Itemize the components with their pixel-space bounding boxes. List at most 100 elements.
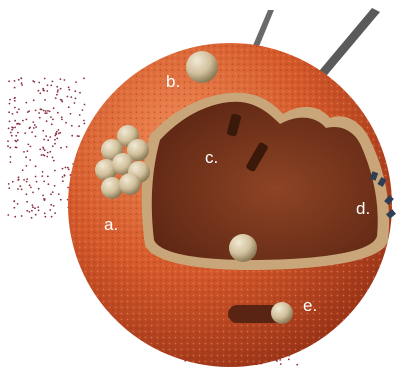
particle-dot: [22, 169, 24, 171]
particle-dot: [35, 136, 37, 138]
particle-dot: [54, 170, 56, 172]
particle-dot: [9, 121, 11, 123]
particle-dot: [26, 181, 28, 183]
particle-dot: [84, 104, 86, 106]
particle-dot: [33, 99, 35, 101]
particle-dot: [14, 80, 16, 82]
particle-dot: [52, 119, 54, 121]
particle-dot: [17, 139, 19, 141]
particle-dot: [68, 169, 70, 171]
particle-dot: [54, 212, 56, 214]
particle-dot: [60, 88, 62, 90]
particle-dot: [77, 135, 79, 137]
particle-dot: [47, 110, 49, 112]
particle-dot: [47, 152, 49, 154]
particle-dot: [56, 94, 58, 96]
particle-dot: [71, 125, 73, 127]
particle-dot: [15, 135, 17, 137]
particle-dot: [46, 120, 48, 122]
particle-dot: [16, 111, 18, 113]
particle-dot: [51, 216, 53, 218]
particle-dot: [42, 130, 44, 132]
particle-dot: [61, 101, 63, 103]
particle-dot: [58, 133, 60, 135]
label-a: a.: [104, 215, 118, 234]
particle-dot: [14, 216, 16, 218]
particle-dot: [11, 135, 13, 137]
particle-dot: [14, 140, 16, 142]
particle-dot: [44, 198, 46, 200]
particle-dot: [75, 98, 77, 100]
particle-dot: [31, 131, 33, 133]
particle-dot: [30, 187, 32, 189]
particle-dot: [10, 132, 12, 134]
particle-dot: [14, 207, 16, 209]
particle-dot: [17, 188, 19, 190]
particle-dot: [44, 78, 46, 80]
particle-dot: [38, 188, 40, 190]
particle-dot: [58, 193, 60, 195]
particle-dot: [9, 99, 11, 101]
particle-dot: [64, 79, 66, 81]
particle-dot: [29, 184, 31, 186]
particle-dot: [17, 132, 19, 134]
particle-dot: [34, 207, 36, 209]
particle-dot: [71, 135, 73, 137]
particle-dot: [8, 127, 10, 129]
particle-dot: [41, 175, 43, 177]
particle-dot: [24, 132, 26, 134]
particle-dot: [39, 92, 41, 94]
particle-dot: [50, 116, 52, 118]
particle-dot: [18, 108, 20, 110]
particle-dot: [33, 127, 35, 129]
particle-dot: [79, 114, 81, 116]
particle-dot: [18, 176, 20, 178]
particle-dot: [42, 147, 44, 149]
particle-dot: [280, 363, 282, 365]
particle-dot: [31, 217, 33, 219]
particle-dot: [67, 96, 69, 98]
particle-dot: [23, 151, 25, 153]
particle-dot: [32, 204, 34, 206]
particle-dot: [65, 167, 67, 169]
particle-dot: [8, 183, 10, 185]
particle-dot: [17, 203, 19, 205]
particle-dot: [49, 111, 51, 113]
particle-dot: [15, 146, 17, 148]
particle-dot: [62, 180, 64, 182]
particle-dot: [18, 179, 20, 181]
particle-dot: [54, 139, 56, 141]
particle-dot: [42, 89, 44, 91]
particle-dot: [54, 143, 56, 145]
particle-dot: [55, 133, 57, 135]
particle-dot: [32, 206, 34, 208]
particle-dot: [21, 78, 23, 80]
particle-dot: [47, 84, 49, 86]
particle-dot: [35, 110, 37, 112]
particle-dot: [68, 106, 70, 108]
particle-dot: [21, 189, 23, 191]
interior-vesicle: [229, 234, 257, 262]
particle-dot: [34, 81, 36, 83]
particle-dot: [57, 89, 59, 91]
particle-dot: [29, 127, 31, 129]
particle-dot: [38, 112, 40, 114]
particle-dot: [53, 107, 55, 109]
particle-dot: [26, 178, 28, 180]
particle-dot: [7, 140, 9, 142]
particle-dot: [44, 99, 46, 101]
particle-dot: [60, 147, 62, 149]
particle-dot: [70, 113, 72, 115]
particle-dot: [10, 161, 12, 163]
particle-dot: [18, 79, 20, 81]
particle-dot: [79, 92, 81, 94]
particle-dot: [8, 187, 10, 189]
particle-dot: [26, 165, 28, 167]
particle-dot: [49, 136, 51, 138]
particle-dot: [22, 120, 24, 122]
particle-dot: [26, 210, 28, 212]
particle-dot: [38, 90, 40, 92]
particle-dot: [28, 211, 30, 213]
particle-dot: [25, 102, 27, 104]
